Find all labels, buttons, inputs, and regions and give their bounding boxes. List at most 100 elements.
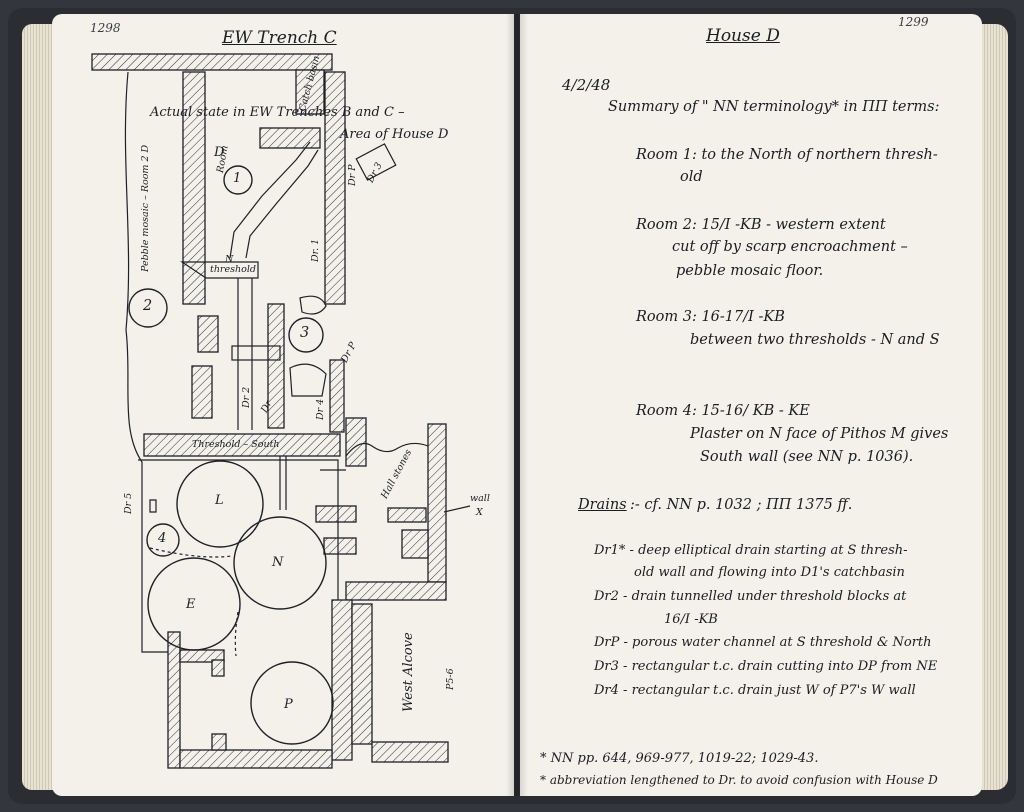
drain-2-crossing <box>231 345 281 361</box>
label-wall: wall <box>470 493 490 504</box>
label-room-d: D <box>214 145 225 160</box>
wall-alcove-w <box>331 599 353 761</box>
room-2-circle <box>128 288 168 328</box>
wall-fragment-1 <box>197 315 219 353</box>
stone-small <box>299 295 327 315</box>
label-dr-4: Dr 4 <box>315 398 326 420</box>
label-pithos-p: P <box>284 697 293 712</box>
wall-fragment-4 <box>329 359 345 433</box>
dr3-line: Dr3 - rectangular t.c. drain cutting int… <box>594 659 938 674</box>
room1-line2: old <box>680 169 703 185</box>
right-page-number: 1299 <box>898 15 929 29</box>
dr1-line2: old wall and flowing into D1's catchbasi… <box>634 565 905 580</box>
block-b <box>387 507 427 523</box>
catch-basin-wall <box>259 127 321 149</box>
pithos-p <box>250 661 334 745</box>
drain-1-channel <box>229 141 311 259</box>
wall-stub-3 <box>211 733 227 751</box>
drain-2-channel <box>237 278 253 430</box>
room4-outline <box>138 459 339 600</box>
wall-south-lower <box>179 749 333 769</box>
label-room-4: 4 <box>158 531 167 546</box>
pithos-n <box>233 516 327 610</box>
west-scarp-line <box>124 71 168 653</box>
dr4-line: Dr4 - rectangular t.c. drain just W of P… <box>594 683 916 698</box>
right-page <box>520 14 982 796</box>
right-page-title: House D <box>706 26 780 46</box>
drain-3-block <box>355 143 397 181</box>
pithos-e <box>147 557 241 651</box>
dr2-line1: Dr2 - drain tunnelled under threshold bl… <box>594 589 907 604</box>
wall-w-upper <box>182 71 206 305</box>
footnote-2: * abbreviation lengthened to Dr. to avoi… <box>540 773 938 787</box>
block-d <box>401 529 429 559</box>
hall-edge <box>345 442 429 457</box>
room2-line1: Room 2: 15/I -KB - western extent <box>636 217 886 233</box>
room-4-circle <box>146 523 180 557</box>
plan-heading-line1: Actual state in EW Trenches B and C – <box>150 105 405 120</box>
room-1-circle <box>223 165 253 195</box>
label-dr-5: Dr 5 <box>123 492 134 514</box>
drain-1-channel-inner <box>245 149 319 259</box>
left-page-title: EW Trench C <box>222 28 337 48</box>
north-threshold-block <box>180 261 259 279</box>
label-west-alcove: West Alcove <box>401 632 416 712</box>
plan-heading-line2: Area of House D <box>340 127 449 142</box>
summary-heading: Summary of " NN terminology* in ΠΠ terms… <box>608 99 940 115</box>
threshold-south-end <box>345 417 367 467</box>
label-threshold-north: threshold <box>210 264 256 275</box>
label-room-2: 2 <box>143 298 153 314</box>
label-room-3: 3 <box>300 325 310 341</box>
dr2-line2: 16/I -KB <box>664 612 718 627</box>
room-3-circle <box>288 317 324 353</box>
label-threshold-n: N <box>225 254 234 265</box>
entry-date: 4/2/48 <box>562 76 611 94</box>
room3-line1: Room 3: 16-17/I -KB <box>636 309 785 325</box>
label-threshold-south: Threshold – South <box>192 439 280 450</box>
label-pithos-n: N <box>272 555 284 570</box>
label-pithos-l: L <box>215 493 224 508</box>
wall-fragment-3 <box>267 303 285 429</box>
north-wall <box>91 53 333 71</box>
label-pebble-mosaic: Pebble mosaic – Room 2 D <box>140 144 151 272</box>
drains-label: Drains <box>578 497 627 513</box>
room4-line1: Room 4: 15-16/ KB - KE <box>636 403 810 419</box>
catch-basin-block <box>295 69 325 115</box>
threshold-south-wall <box>143 433 341 457</box>
drain-p-basin <box>289 363 327 397</box>
room2-line3: pebble mosaic floor. <box>676 263 824 279</box>
book-gutter <box>506 14 528 796</box>
room1-line1: Room 1: to the North of northern thresh- <box>636 147 938 163</box>
block-a <box>315 505 357 523</box>
wall-fragment-2 <box>191 365 213 419</box>
room4-line3: South wall (see NN p. 1036). <box>700 449 914 465</box>
label-dr-1: Dr. 1 <box>310 238 321 262</box>
pithos-l <box>176 460 264 548</box>
wall-sw-vertical <box>167 631 181 769</box>
label-dr-2: Dr 2 <box>241 386 252 408</box>
label-wall-x: X <box>476 507 483 518</box>
wall-alcove-s <box>371 741 449 763</box>
room3-line2: between two thresholds - N and S <box>690 332 940 348</box>
wall-room4-south <box>345 581 447 601</box>
dr1-line1: Dr1* - deep elliptical drain starting at… <box>594 543 908 558</box>
label-p-5-6: P5-6 <box>445 668 456 690</box>
footnote-1: * NN pp. 644, 969-977, 1019-22; 1029-43. <box>540 751 819 766</box>
label-pithos-e: E <box>186 597 196 612</box>
room2-line2: cut off by scarp encroachment – <box>672 239 908 255</box>
drain-5-mark <box>149 499 157 513</box>
wall-alcove-inner <box>351 603 373 745</box>
label-room-1: 1 <box>233 171 242 186</box>
threshold-drain <box>279 456 287 510</box>
wall-stub-2 <box>211 659 225 677</box>
label-dr-p-upper: Dr P <box>347 164 358 186</box>
wall-e-upper <box>324 71 346 305</box>
drp-line: DrP - porous water channel at S threshol… <box>594 635 932 650</box>
drains-reference: :- cf. NN p. 1032 ; ΠΠ 1375 ff. <box>630 497 853 513</box>
wall-x-pointer <box>443 505 471 513</box>
block-c <box>323 537 357 555</box>
left-page-number: 1298 <box>90 21 121 35</box>
room4-line2: Plaster on N face of Pithos M gives <box>690 426 949 442</box>
